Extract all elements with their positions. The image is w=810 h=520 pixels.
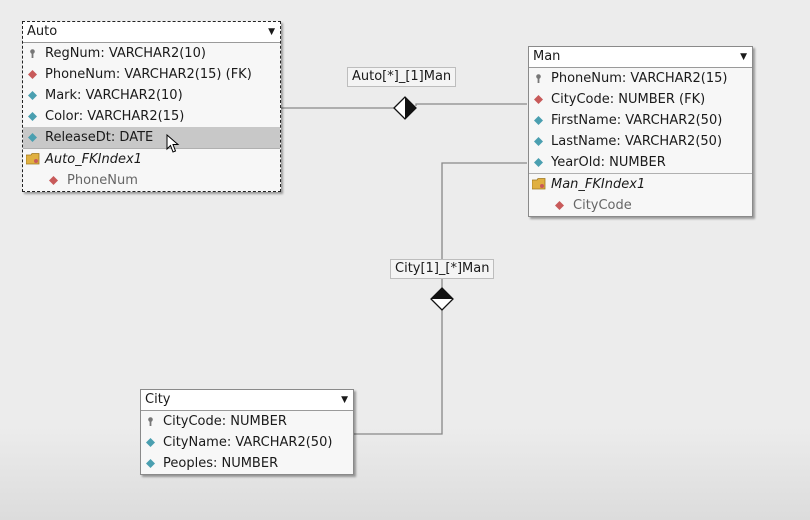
city-man-relationship-label[interactable]: City[1]_[*]Man — [390, 259, 495, 279]
attribute-icon — [534, 158, 543, 167]
table-row[interactable]: CityCode: NUMBER (FK) — [529, 89, 752, 110]
column-label: CityCode: NUMBER (FK) — [551, 92, 706, 107]
attribute-icon — [28, 112, 37, 121]
auto-man-relationship-line-man-side[interactable] — [415, 103, 527, 106]
table-row[interactable]: YearOld: NUMBER — [529, 152, 752, 173]
index-column-label: PhoneNum — [67, 173, 138, 188]
table-row[interactable]: RegNum: VARCHAR2(10) — [23, 43, 280, 64]
chevron-down-icon[interactable]: ▼ — [341, 395, 348, 405]
column-label: CityCode: NUMBER — [163, 414, 287, 429]
attribute-icon — [146, 459, 155, 468]
table-row-selected[interactable]: ReleaseDt: DATE — [23, 127, 280, 148]
table-city-header[interactable]: City ▼ — [141, 390, 353, 411]
column-label: FirstName: VARCHAR2(50) — [551, 113, 723, 128]
index-row[interactable]: Man_FKIndex1 — [529, 173, 752, 195]
table-man-header[interactable]: Man ▼ — [529, 47, 752, 68]
table-row[interactable]: FirstName: VARCHAR2(50) — [529, 110, 752, 131]
foreign-key-icon — [555, 201, 564, 210]
attribute-icon — [146, 438, 155, 447]
column-label: Peoples: NUMBER — [163, 456, 279, 471]
index-column-label: CityCode — [573, 198, 632, 213]
foreign-key-icon — [28, 70, 37, 79]
table-auto-header[interactable]: Auto ▼ — [23, 22, 280, 43]
primary-key-icon — [30, 49, 35, 58]
auto-man-relationship-label[interactable]: Auto[*]_[1]Man — [347, 67, 457, 87]
column-label: PhoneNum: VARCHAR2(15) (FK) — [45, 67, 252, 82]
index-column-row[interactable]: PhoneNum — [23, 170, 280, 191]
column-label: ReleaseDt: DATE — [45, 130, 154, 145]
chevron-down-icon[interactable]: ▼ — [268, 27, 275, 37]
table-city[interactable]: City ▼ CityCode: NUMBER CityName: VARCHA… — [140, 389, 354, 475]
table-man-title: Man — [533, 49, 561, 64]
city-man-diamond-fill — [431, 288, 453, 299]
column-label: PhoneNum: VARCHAR2(15) — [551, 71, 728, 86]
city-man-relationship-line-city-side[interactable] — [354, 310, 443, 435]
chevron-down-icon[interactable]: ▼ — [740, 52, 747, 62]
column-label: Mark: VARCHAR2(10) — [45, 88, 183, 103]
attribute-icon — [28, 91, 37, 100]
column-label: YearOld: NUMBER — [551, 155, 666, 170]
table-row[interactable]: CityName: VARCHAR2(50) — [141, 432, 353, 453]
attribute-icon — [28, 133, 37, 142]
city-man-relationship-line[interactable] — [441, 162, 527, 288]
foreign-key-icon — [534, 95, 543, 104]
primary-key-icon — [536, 74, 541, 83]
attribute-icon — [534, 137, 543, 146]
table-city-title: City — [145, 392, 171, 407]
folder-icon — [532, 178, 546, 190]
table-row[interactable]: LastName: VARCHAR2(50) — [529, 131, 752, 152]
primary-key-icon — [148, 417, 153, 426]
folder-icon — [26, 153, 40, 165]
column-label: Color: VARCHAR2(15) — [45, 109, 185, 124]
attribute-icon — [534, 116, 543, 125]
table-auto[interactable]: Auto ▼ RegNum: VARCHAR2(10) PhoneNum: VA… — [22, 21, 281, 192]
index-row[interactable]: Auto_FKIndex1 — [23, 148, 280, 170]
index-column-row[interactable]: CityCode — [529, 195, 752, 216]
foreign-key-icon — [49, 176, 58, 185]
mouse-cursor-icon — [166, 134, 180, 153]
table-row[interactable]: Color: VARCHAR2(15) — [23, 106, 280, 127]
table-row[interactable]: PhoneNum: VARCHAR2(15) (FK) — [23, 64, 280, 85]
column-label: RegNum: VARCHAR2(10) — [45, 46, 206, 61]
table-man[interactable]: Man ▼ PhoneNum: VARCHAR2(15) CityCode: N… — [528, 46, 753, 217]
column-label: LastName: VARCHAR2(50) — [551, 134, 723, 149]
table-row[interactable]: CityCode: NUMBER — [141, 411, 353, 432]
index-name: Man_FKIndex1 — [551, 177, 646, 192]
auto-man-diamond-fill — [405, 97, 416, 119]
table-row[interactable]: PhoneNum: VARCHAR2(15) — [529, 68, 752, 89]
table-auto-title: Auto — [27, 24, 58, 39]
index-name: Auto_FKIndex1 — [45, 152, 142, 167]
table-row[interactable]: Peoples: NUMBER — [141, 453, 353, 474]
table-row[interactable]: Mark: VARCHAR2(10) — [23, 85, 280, 106]
column-label: CityName: VARCHAR2(50) — [163, 435, 333, 450]
